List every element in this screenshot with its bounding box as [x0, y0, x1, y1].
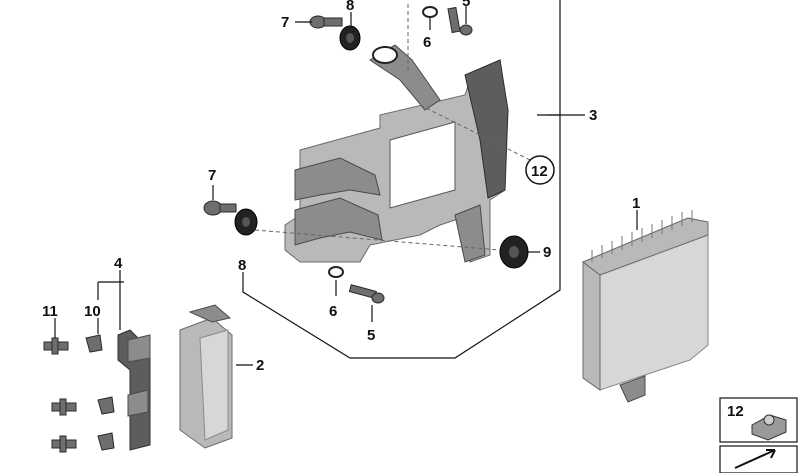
control-unit [582, 210, 709, 403]
pin-11-top [43, 337, 69, 355]
top-bolt-5 [447, 6, 473, 36]
callout-6-top: 6 [423, 34, 431, 51]
top-grommet-8 [339, 25, 361, 51]
callout-4: 4 [114, 255, 123, 272]
callout-8-bottom: 8 [238, 257, 246, 274]
callout-2: 2 [256, 357, 264, 374]
callout-7-mid: 7 [208, 167, 216, 184]
clip-10-top [85, 334, 103, 353]
leader-lines [54, 0, 638, 366]
pin-11-mid [51, 398, 77, 416]
callout-11: 11 [42, 303, 58, 320]
bracket-assembly [284, 44, 509, 263]
callout-1: 1 [632, 195, 640, 212]
legend-box: 12 [719, 397, 798, 473]
clip-10-mid [97, 396, 115, 415]
top-screw-7 [309, 15, 343, 29]
callout-12-circle [525, 155, 555, 185]
clip-10-bottom [97, 432, 115, 451]
mid-screw-7 [203, 200, 237, 216]
holder-4 [117, 329, 151, 451]
module-2 [179, 304, 233, 449]
mid-grommet-8 [234, 208, 258, 236]
callout-3: 3 [589, 107, 597, 124]
callout-10: 10 [84, 303, 101, 320]
axis-lower [254, 229, 501, 251]
callout-6-bottom: 6 [329, 303, 337, 320]
pin-11-bottom [51, 435, 77, 453]
arrow-icon [734, 449, 776, 469]
callout-8-top: 8 [346, 0, 354, 14]
callout-5-top: 5 [462, 0, 470, 10]
bottom-washer-6 [328, 266, 344, 278]
legend-label-12: 12 [727, 403, 744, 420]
right-grommet-9 [499, 235, 529, 269]
callout-5-bottom: 5 [367, 327, 375, 344]
top-washer-6 [422, 6, 438, 18]
callout-7-top: 7 [281, 14, 289, 31]
bottom-bolt-5 [348, 284, 385, 304]
callout-12: 12 [531, 163, 548, 180]
callout-9: 9 [543, 244, 551, 261]
